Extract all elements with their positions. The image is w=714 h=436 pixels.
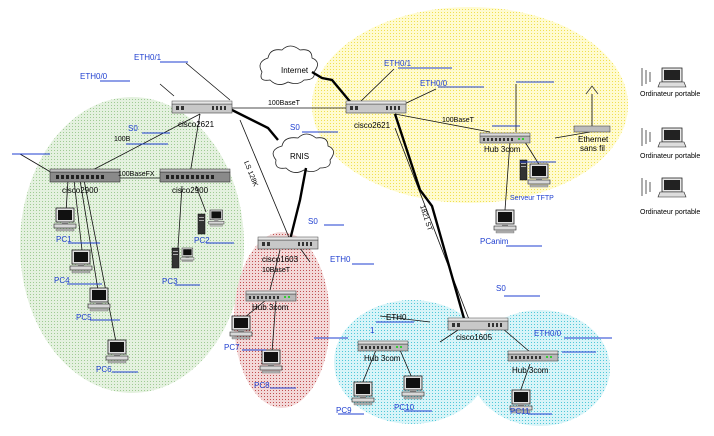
zone-red <box>234 232 330 408</box>
router-cisco2621-left <box>171 100 233 114</box>
pc2-icon <box>197 213 206 235</box>
rnis-label: RNIS <box>290 152 309 161</box>
label-pc1: PC1 <box>56 235 72 244</box>
internet-label: Internet <box>281 66 309 75</box>
serial-links <box>227 70 467 323</box>
label-s0-c1605: S0 <box>496 284 506 293</box>
label-10baset: 10BaseT <box>262 267 291 274</box>
hub-cyan-left <box>357 340 409 352</box>
label-s0-right: S0 <box>290 123 300 132</box>
router-cisco1603 <box>257 236 319 250</box>
label-100baset-right: 100BaseT <box>442 117 475 124</box>
laptop-2-icon <box>657 127 687 148</box>
label-eth00-right: ETH0/0 <box>420 79 448 88</box>
label-pc11: PC11 <box>510 407 530 416</box>
label-eth0-1605: ETH0 <box>386 313 407 322</box>
server-tftp-tower <box>519 159 528 181</box>
hub-cyan-right <box>507 350 559 362</box>
label-pc6: PC6 <box>96 365 112 374</box>
label-pc10: PC10 <box>394 403 415 412</box>
label-laptop-1: Ordinateur portable <box>640 91 700 98</box>
switch-cisco2900-b <box>159 168 231 183</box>
label-hub-cyan-right: Hub 3com <box>512 366 549 375</box>
hub-top <box>479 132 531 144</box>
router-cisco2621-right <box>345 100 407 114</box>
pc3-monitor <box>180 247 195 263</box>
label-pc5: PC5 <box>76 313 92 322</box>
label-100baset-top: 100BaseT <box>268 100 301 107</box>
pc1-icon <box>53 207 77 232</box>
zone-cyan-left <box>334 300 490 424</box>
address-fields <box>12 61 612 415</box>
zone-cyan-right <box>470 310 610 426</box>
pc7-icon <box>229 315 253 340</box>
label-pc3: PC3 <box>162 277 178 286</box>
pc6-icon <box>105 339 129 364</box>
label-cisco2621-left: cisco2621 <box>178 120 215 129</box>
label-hub-top: Hub 3com <box>484 145 521 154</box>
label-pc9: PC9 <box>336 406 352 415</box>
label-serveur-tftp: Serveur TFTP <box>510 195 554 202</box>
hub-red <box>245 290 297 302</box>
label-cisco2900-b: cisco2900 <box>172 186 209 195</box>
laptop-3-icon <box>657 177 687 198</box>
label-sans-fil: sans fil <box>580 144 605 153</box>
label-cisco1605: cisco1605 <box>456 333 493 342</box>
label-eth0-1603: ETH0 <box>330 255 351 264</box>
label-eth01-right: ETH0/1 <box>384 59 412 68</box>
label-eth00-1605: ETH0/0 <box>534 329 562 338</box>
server-tftp-icon <box>527 163 551 188</box>
label-hub-cyan-left: Hub 3com <box>364 354 401 363</box>
label-laptop-3: Ordinateur portable <box>640 209 700 216</box>
label-ethernet: Ethernet <box>578 135 609 144</box>
label-one: 1 <box>370 326 375 335</box>
pc5-icon <box>87 287 111 312</box>
label-laptop-2: Ordinateur portable <box>640 153 700 160</box>
wireless-access-point <box>573 85 611 133</box>
label-100basefx: 100BaseFX <box>118 171 155 178</box>
pc8-icon <box>259 349 283 374</box>
rnis-cloud: RNIS <box>272 133 334 173</box>
label-100b: 100B <box>114 136 131 143</box>
wireless-waves <box>641 68 651 196</box>
pc2-monitor <box>208 209 225 227</box>
internet-cloud: Internet <box>259 45 318 85</box>
label-cisco2900-a: cisco2900 <box>62 186 99 195</box>
label-pcanim: PCanim <box>480 237 509 246</box>
pc3-icon <box>171 247 180 269</box>
label-cisco1603: cisco1603 <box>262 255 299 264</box>
label-pc8: PC8 <box>254 381 270 390</box>
switch-cisco2900-a <box>49 168 121 183</box>
zone-green <box>20 97 244 393</box>
pcanim-icon <box>493 209 517 234</box>
laptop-1-icon <box>657 67 687 88</box>
pc4-icon <box>69 249 93 274</box>
label-eth00-left: ETH0/0 <box>80 72 108 81</box>
pc10-icon <box>401 375 425 400</box>
label-t1: 1821 ST <box>418 204 433 232</box>
label-cisco2621-right: cisco2621 <box>354 121 391 130</box>
label-pc7: PC7 <box>224 343 240 352</box>
router-cisco1605 <box>447 317 509 331</box>
label-hub-red: Hub 3com <box>252 303 289 312</box>
label-ls128k: LS 128K <box>242 160 259 188</box>
label-s0-mid: S0 <box>308 217 318 226</box>
label-s0-left: S0 <box>128 124 138 133</box>
zone-yellow <box>312 7 628 203</box>
label-pc2: PC2 <box>194 236 210 245</box>
label-pc4: PC4 <box>54 276 70 285</box>
label-eth01-left: ETH0/1 <box>134 53 162 62</box>
pc9-icon <box>351 381 375 406</box>
